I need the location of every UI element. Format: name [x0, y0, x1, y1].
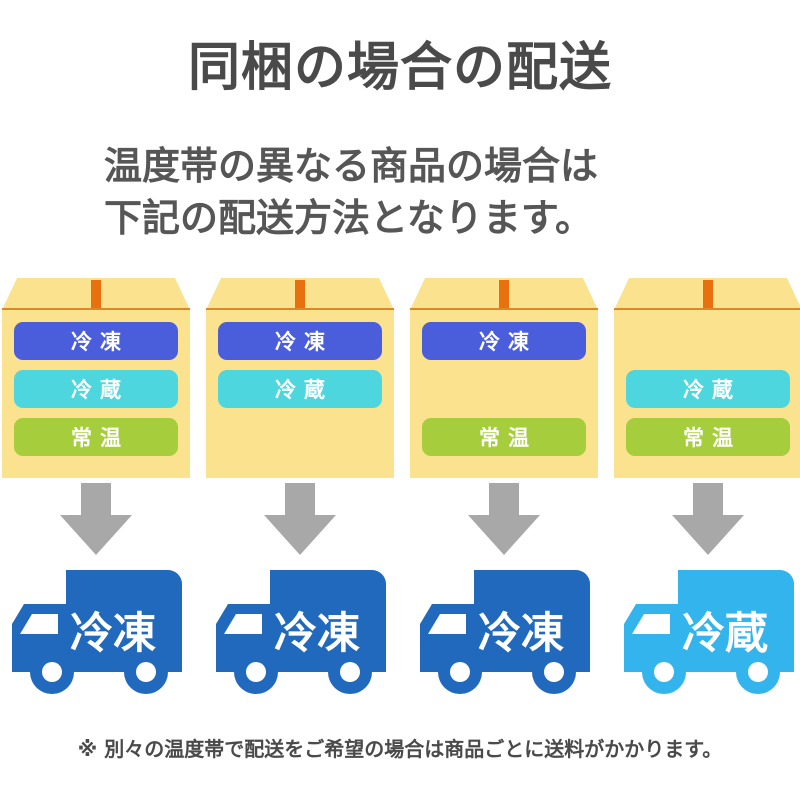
- arrow-head: [264, 515, 336, 555]
- box-tape-icon: [295, 280, 305, 310]
- box-1-slot-ambient: 常温: [14, 418, 178, 456]
- box-3-slot-frozen: 冷凍: [422, 322, 586, 360]
- box-lid-edge: [2, 308, 190, 310]
- truck-icon: [624, 570, 794, 694]
- arrow-head: [468, 515, 540, 555]
- down-arrow-icon-2: [264, 483, 336, 555]
- package-box-1: 冷凍 冷蔵 常温: [2, 278, 190, 478]
- box-body: 冷凍 冷蔵 常温: [2, 310, 190, 478]
- box-1-slot-chilled: 冷蔵: [14, 370, 178, 408]
- box-body: 冷凍 冷蔵: [206, 310, 394, 478]
- box-lid-edge: [614, 308, 800, 310]
- page-subtitle: 温度帯の異なる商品の場合は 下記の配送方法となります。: [104, 140, 704, 244]
- page-title: 同梱の場合の配送: [187, 38, 612, 98]
- arrow-shaft: [81, 483, 111, 517]
- box-lid-edge: [206, 308, 394, 310]
- down-arrow-icon-4: [672, 483, 744, 555]
- box-2-slot-frozen: 冷凍: [218, 322, 382, 360]
- truck-1-label: 冷凍: [70, 609, 156, 659]
- box-tape-icon: [499, 280, 509, 310]
- delivery-truck-3: 冷凍: [416, 562, 606, 702]
- box-4-slot-chilled: 冷蔵: [626, 370, 790, 408]
- truck-icon: [420, 570, 590, 694]
- delivery-truck-1: 冷凍: [8, 562, 198, 702]
- package-box-2: 冷凍 冷蔵: [206, 278, 394, 478]
- arrow-shaft: [285, 483, 315, 517]
- box-lid-edge: [410, 308, 598, 310]
- down-arrow-icon-3: [468, 483, 540, 555]
- box-lid: [410, 278, 598, 310]
- package-box-4: 冷蔵 常温: [614, 278, 800, 478]
- arrow-shaft: [693, 483, 723, 517]
- down-arrow-icon-1: [60, 483, 132, 555]
- delivery-truck-4: 冷蔵: [620, 562, 800, 702]
- box-4-slot-ambient: 常温: [626, 418, 790, 456]
- subtitle-line-2: 下記の配送方法となります。: [104, 196, 594, 240]
- package-box-row: 冷凍 冷蔵 常温 冷凍 冷蔵 冷凍 常温: [0, 278, 800, 483]
- box-body: 冷凍 常温: [410, 310, 598, 478]
- box-tape-icon: [91, 280, 101, 310]
- box-2-slot-chilled: 冷蔵: [218, 370, 382, 408]
- truck-row: 冷凍 冷凍: [0, 562, 800, 707]
- subtitle-line-1: 温度帯の異なる商品の場合は: [104, 144, 599, 188]
- footer-note: ※ 別々の温度帯で配送をご希望の場合は商品ごとに送料がかかります。: [77, 737, 723, 761]
- box-1-slot-frozen: 冷凍: [14, 322, 178, 360]
- box-3-slot-ambient: 常温: [422, 418, 586, 456]
- box-tape-icon: [703, 280, 713, 310]
- box-body: 冷蔵 常温: [614, 310, 800, 478]
- truck-icon: [12, 570, 182, 694]
- truck-3-label: 冷凍: [478, 609, 564, 659]
- arrow-shaft: [489, 483, 519, 517]
- box-lid: [206, 278, 394, 310]
- delivery-truck-2: 冷凍: [212, 562, 402, 702]
- arrow-row: [0, 483, 800, 558]
- truck-2-label: 冷凍: [274, 609, 360, 659]
- truck-4-label: 冷蔵: [682, 609, 768, 659]
- box-lid: [614, 278, 800, 310]
- arrow-head: [60, 515, 132, 555]
- arrow-head: [672, 515, 744, 555]
- truck-icon: [216, 570, 386, 694]
- box-lid: [2, 278, 190, 310]
- package-box-3: 冷凍 常温: [410, 278, 598, 478]
